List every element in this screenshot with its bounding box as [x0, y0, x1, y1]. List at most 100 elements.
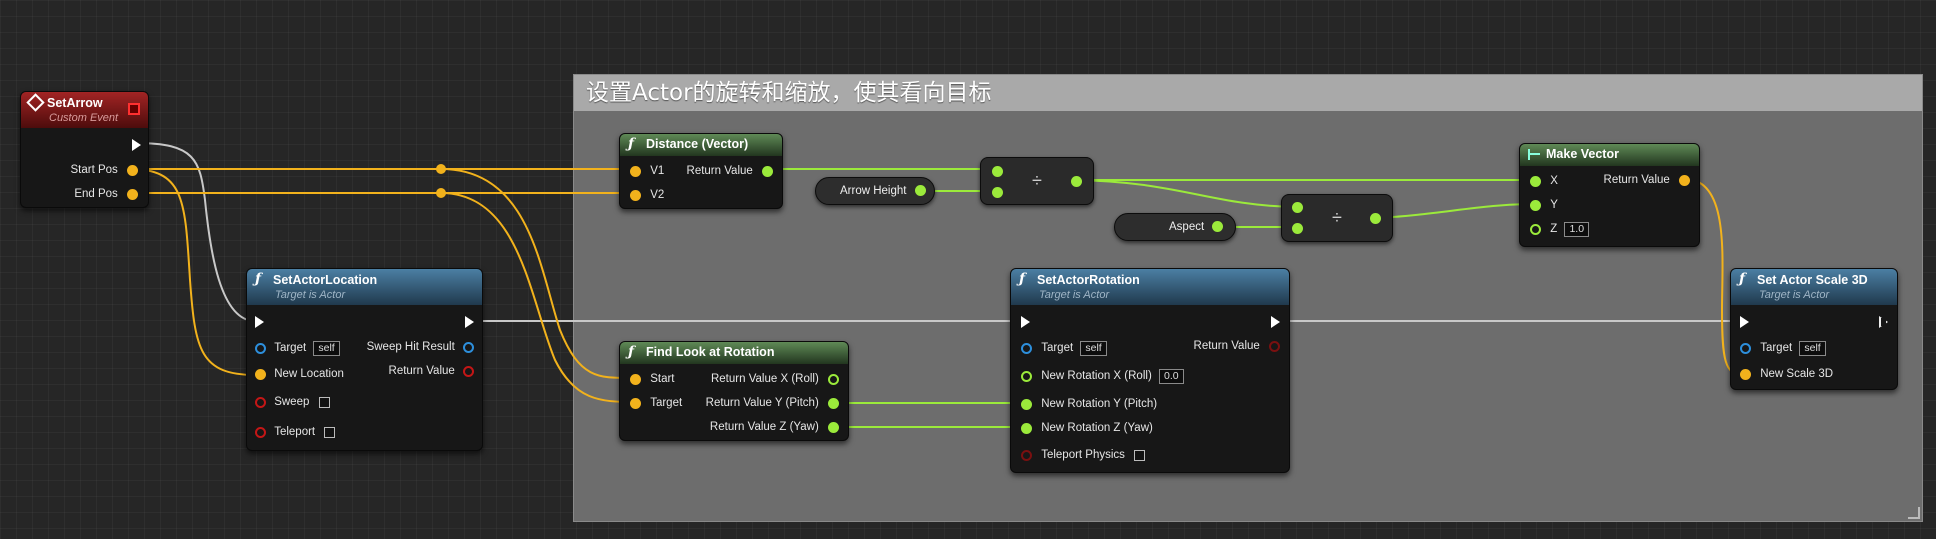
- set-actor-location-node[interactable]: ƒ SetActorLocation Target is Actor Targe…: [246, 268, 483, 451]
- struct-output-pin[interactable]: [463, 341, 474, 353]
- event-diamond-icon: [26, 93, 45, 112]
- pin-label: New Scale 3D: [1760, 368, 1834, 380]
- float-input-pin[interactable]: [1292, 223, 1303, 234]
- pin-label: Return Value: [1603, 174, 1670, 186]
- pin-row: Z 1.0: [1530, 220, 1590, 238]
- node-header: SetArrow Custom Event: [21, 92, 148, 128]
- aspect-variable-node[interactable]: Aspect: [1114, 213, 1236, 241]
- bool-output-pin[interactable]: [1269, 340, 1280, 352]
- function-icon: ƒ: [1019, 271, 1026, 287]
- sweep-checkbox[interactable]: [318, 396, 330, 408]
- arrow-height-variable-node[interactable]: Arrow Height: [815, 177, 935, 205]
- pin-label: Return Value X (Roll): [710, 373, 819, 385]
- bool-input-pin[interactable]: [255, 426, 266, 438]
- node-subtitle: Target is Actor: [1039, 289, 1110, 301]
- float-output-pin[interactable]: [762, 165, 773, 177]
- vector-input-pin[interactable]: [1740, 368, 1751, 380]
- object-input-pin[interactable]: [1740, 342, 1751, 354]
- node-header: ƒ Distance (Vector): [620, 134, 782, 156]
- float-output-pin[interactable]: [1212, 221, 1224, 233]
- z-value-field[interactable]: 1.0: [1564, 221, 1590, 237]
- exec-in-row: [255, 313, 264, 331]
- distance-vector-node[interactable]: ƒ Distance (Vector) V1 V2 Return Value: [619, 133, 783, 209]
- float-input-pin[interactable]: [1530, 175, 1541, 187]
- float-input-pin[interactable]: [1530, 199, 1541, 211]
- vector-input-pin[interactable]: [630, 373, 641, 385]
- pin-row: Target self: [255, 339, 340, 357]
- float-output-pin[interactable]: [1370, 213, 1381, 224]
- float-output-pin[interactable]: [828, 397, 839, 409]
- pin-row: Return Value: [1604, 171, 1690, 189]
- pin-label: Return Value Y (Pitch): [705, 397, 819, 409]
- node-subtitle: Target is Actor: [1759, 289, 1830, 301]
- target-self-field[interactable]: self: [1080, 340, 1107, 356]
- float-input-pin[interactable]: [992, 187, 1003, 198]
- pin-row: Start Pos: [70, 161, 138, 179]
- exec-output-pin[interactable]: [465, 315, 474, 328]
- make-vector-node[interactable]: Make Vector X Y Z 1.0 Return Value: [1519, 143, 1700, 247]
- divide-node[interactable]: ÷: [1281, 194, 1393, 242]
- set-actor-rotation-node[interactable]: ƒ SetActorRotation Target is Actor Targe…: [1010, 268, 1290, 473]
- vector-output-pin[interactable]: [1679, 174, 1690, 186]
- float-input-pin[interactable]: [1021, 398, 1032, 410]
- object-input-pin[interactable]: [1021, 342, 1032, 354]
- exec-input-pin[interactable]: [255, 315, 264, 328]
- comment-title[interactable]: 设置Actor的旋转和缩放，使其看向目标: [574, 75, 1922, 111]
- vector-output-pin[interactable]: [127, 188, 138, 200]
- divide-node[interactable]: ÷: [980, 157, 1094, 205]
- teleport-checkbox[interactable]: [324, 426, 336, 438]
- pin-label: New Rotation Y (Pitch): [1041, 398, 1158, 410]
- pin-row: X: [1530, 172, 1558, 190]
- delegate-pin-icon[interactable]: [128, 103, 140, 115]
- pin-row: New Location: [255, 365, 344, 383]
- exec-output-pin[interactable]: [132, 138, 141, 151]
- vector-output-pin[interactable]: [127, 164, 138, 176]
- pin-row: Return Value: [1194, 337, 1280, 355]
- target-self-field[interactable]: self: [313, 340, 340, 356]
- pin-row: Sweep Hit Result: [367, 338, 474, 356]
- float-input-pin[interactable]: [1292, 202, 1303, 213]
- pin-row: Teleport: [255, 423, 336, 441]
- vector-input-pin[interactable]: [630, 397, 641, 409]
- exec-output-pin[interactable]: [1271, 315, 1280, 328]
- bool-input-pin[interactable]: [255, 396, 266, 408]
- bool-input-pin[interactable]: [1021, 449, 1032, 461]
- pin-row: Start: [630, 370, 675, 388]
- float-input-pin[interactable]: [1021, 422, 1032, 434]
- exec-input-pin[interactable]: [1021, 315, 1030, 328]
- float-output-pin[interactable]: [914, 185, 926, 197]
- float-output-pin[interactable]: [1071, 176, 1082, 187]
- find-look-at-rotation-node[interactable]: ƒ Find Look at Rotation Start Target Ret…: [619, 341, 849, 441]
- function-icon: ƒ: [628, 344, 635, 360]
- exec-input-pin[interactable]: [1740, 315, 1749, 328]
- float-input-pin[interactable]: [1530, 223, 1541, 235]
- pin-row: New Scale 3D: [1740, 365, 1833, 383]
- vector-input-pin[interactable]: [630, 165, 641, 177]
- node-title: Make Vector: [1546, 147, 1619, 161]
- float-output-pin[interactable]: [828, 373, 839, 385]
- bool-output-pin[interactable]: [463, 365, 474, 377]
- exec-out-row: [132, 136, 141, 154]
- float-output-pin[interactable]: [828, 421, 839, 433]
- node-title: SetActorLocation: [273, 273, 378, 287]
- vector-input-pin[interactable]: [630, 189, 641, 201]
- node-header: ƒ Find Look at Rotation: [620, 342, 848, 364]
- vector-input-pin[interactable]: [255, 368, 266, 380]
- float-input-pin[interactable]: [992, 166, 1003, 177]
- exec-output-pin-unconnected[interactable]: [1879, 315, 1888, 328]
- set-arrow-event-node[interactable]: SetArrow Custom Event Start Pos End Pos: [20, 91, 149, 208]
- object-input-pin[interactable]: [255, 342, 266, 354]
- pin-label: New Rotation Z (Yaw): [1041, 422, 1153, 434]
- function-icon: ƒ: [255, 271, 262, 287]
- node-subtitle: Custom Event: [49, 112, 119, 124]
- pin-row: Return Value Z (Yaw): [710, 418, 839, 436]
- comment-resize-handle[interactable]: [1908, 507, 1920, 519]
- pin-label: V1: [650, 165, 665, 177]
- set-actor-scale-3d-node[interactable]: ƒ Set Actor Scale 3D Target is Actor Tar…: [1730, 268, 1898, 390]
- target-self-field[interactable]: self: [1799, 340, 1826, 356]
- node-header: ƒ SetActorLocation Target is Actor: [247, 269, 482, 305]
- roll-value-field[interactable]: 0.0: [1158, 368, 1184, 384]
- teleport-physics-checkbox[interactable]: [1134, 449, 1146, 461]
- float-input-pin[interactable]: [1021, 370, 1032, 382]
